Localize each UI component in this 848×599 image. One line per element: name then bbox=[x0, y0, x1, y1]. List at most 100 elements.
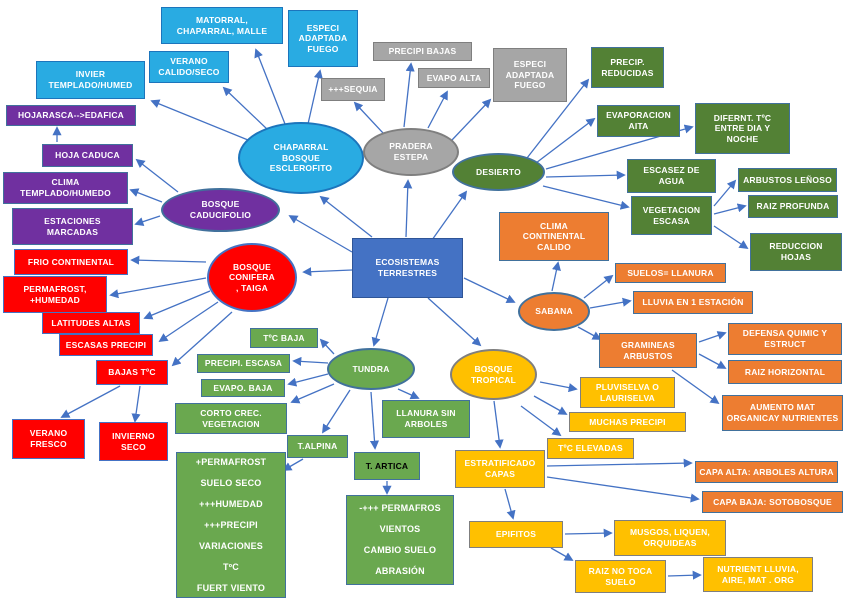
node-hoja-caduca[interactable]: HOJA CADUCA bbox=[42, 144, 133, 167]
node-evapo-baja[interactable]: EVAPO. BAJA bbox=[201, 379, 285, 397]
connector-line bbox=[583, 274, 614, 299]
node-sequia[interactable]: +++SEQUIA bbox=[321, 78, 385, 101]
node-tundra[interactable]: TUNDRA bbox=[327, 348, 415, 390]
connector-line bbox=[545, 170, 626, 180]
node-t-artica[interactable]: T. ARTICA bbox=[354, 452, 420, 480]
node-tc-baja-label: TºC BAJA bbox=[263, 332, 305, 343]
node-raiz-profunda[interactable]: RAIZ PROFUNDA bbox=[748, 195, 838, 218]
node-matorral-chaparral-malle[interactable]: MATORRAL,CHAPARRAL, MALLE bbox=[161, 7, 283, 44]
node-t-alpina[interactable]: T.ALPINA bbox=[287, 435, 348, 458]
connector-line bbox=[134, 215, 161, 227]
node-lluvia-en-1-estacion[interactable]: LLUVIA EN 1 ESTACIÓN bbox=[633, 291, 753, 314]
node-precip-reducidas[interactable]: PRECIP.REDUCIDAS bbox=[591, 47, 664, 88]
node-corto-crec-vegetacion[interactable]: CORTO CREC.VEGETACION bbox=[175, 403, 287, 434]
connector-line bbox=[542, 185, 630, 210]
node-tc-elevadas[interactable]: TºC ELEVADAS bbox=[547, 438, 634, 459]
node-permafrost-humedad[interactable]: PERMAFROST,+HUMEDAD bbox=[3, 276, 107, 313]
node-musgos-liquen-orquideas-label: MUSGOS, LIQUEN,ORQUIDEAS bbox=[630, 527, 710, 548]
connector-line bbox=[713, 179, 737, 207]
node-hojarasca-edafica[interactable]: HOJARASCA-->EDAFICA bbox=[6, 105, 136, 126]
node-evapo-alta-label: EVAPO ALTA bbox=[426, 72, 482, 83]
node-tc-baja[interactable]: TºC BAJA bbox=[250, 328, 318, 348]
connector-line bbox=[60, 385, 121, 418]
connector-line bbox=[550, 547, 574, 561]
node-bajas-tc[interactable]: BAJAS TºC bbox=[96, 360, 168, 385]
node-sequia-label: +++SEQUIA bbox=[328, 84, 378, 95]
node-raiz-horizontal[interactable]: RAIZ HORIZONTAL bbox=[728, 360, 842, 384]
node-desierto[interactable]: DESIERTO bbox=[452, 153, 545, 191]
node-nutrient-lluvia-aire[interactable]: NUTRIENT LLUVIA,AIRE, MAT . ORG bbox=[703, 557, 813, 592]
connector-line bbox=[397, 388, 420, 400]
node-evapo-alta[interactable]: EVAPO ALTA bbox=[418, 68, 490, 88]
node-sabana[interactable]: SABANA bbox=[518, 292, 590, 331]
node-escasas-precipi[interactable]: ESCASAS PRECIPI bbox=[59, 334, 153, 356]
connector-line bbox=[290, 383, 335, 404]
node-musgos-liquen-orquideas[interactable]: MUSGOS, LIQUEN,ORQUIDEAS bbox=[614, 520, 726, 556]
node-suelos-llanura[interactable]: SUELOS= LLANURA bbox=[615, 263, 726, 283]
node-matorral-chaparral-malle-label: MATORRAL,CHAPARRAL, MALLE bbox=[176, 14, 268, 36]
node-capa-alta-arboles-altura[interactable]: CAPA ALTA: ARBOLES ALTURA bbox=[695, 461, 838, 483]
node-escasas-precipi-label: ESCASAS PRECIPI bbox=[65, 339, 147, 350]
connector-line bbox=[667, 570, 702, 580]
node-muchas-precipi[interactable]: MUCHAS PRECIPI bbox=[569, 412, 686, 432]
node-frio-continental[interactable]: FRIO CONTINENTAL bbox=[14, 249, 128, 275]
connector-line bbox=[143, 290, 211, 320]
node-epifitos-label: EPIFITOS bbox=[495, 529, 537, 540]
node-t-alpina-label: T.ALPINA bbox=[297, 441, 338, 452]
connector-line bbox=[288, 215, 353, 253]
connector-line bbox=[427, 297, 482, 347]
node-arbustos-lenoso[interactable]: ARBUSTOS LEÑOSO bbox=[738, 168, 837, 192]
node-latitudes-altas[interactable]: LATITUDES ALTAS bbox=[42, 312, 140, 334]
connector-line bbox=[427, 90, 448, 129]
node-precipi-bajas[interactable]: PRECIPI BAJAS bbox=[373, 42, 472, 61]
node-t-artica-label: T. ARTICA bbox=[365, 460, 409, 471]
node-epifitos[interactable]: EPIFITOS bbox=[469, 521, 563, 548]
connector-line bbox=[135, 158, 179, 193]
node-arbustos-lenoso-label: ARBUSTOS LEÑOSO bbox=[743, 174, 832, 185]
node-capa-baja-sotobosque[interactable]: CAPA BAJA: SOTOBOSQUE bbox=[702, 491, 843, 513]
node-precipi-escasa[interactable]: PRECIPI. ESCASA bbox=[197, 354, 290, 373]
node-hojarasca-edafica-label: HOJARASCA-->EDAFICA bbox=[17, 110, 125, 121]
